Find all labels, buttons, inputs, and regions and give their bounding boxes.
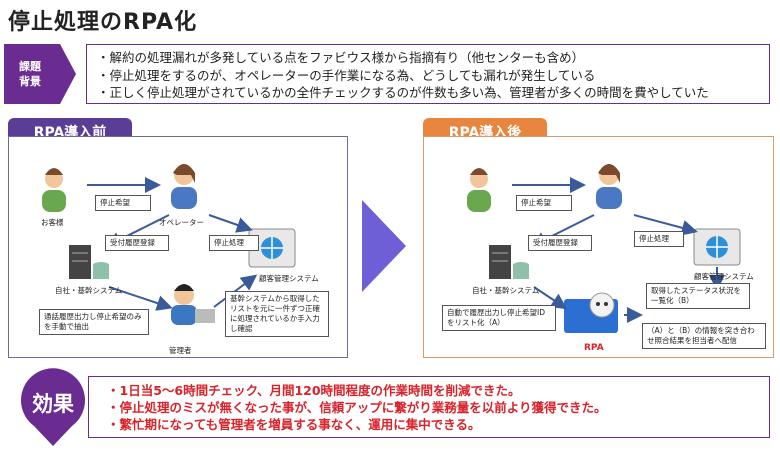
transition-arrow bbox=[362, 200, 406, 292]
crm-icon bbox=[693, 228, 741, 266]
issue-box: ・解約の処理漏れが多発している点をファビウス様から指摘有り（他センターも含め） … bbox=[86, 44, 770, 104]
svg-text:背景: 背景 bbox=[19, 74, 41, 88]
issue-bullet: ・解約の処理漏れが多発している点をファビウス様から指摘有り（他センターも含め） bbox=[97, 50, 585, 65]
before-panel: お客様 オペレーター 自社・基幹システム 管理者 顧客管理システム 停止希望 受… bbox=[8, 136, 348, 358]
check-box: 基幹システムから取得したリストを元に一件ずつ正確に処理されているか手入力し確認 bbox=[225, 291, 329, 337]
rpa-robot-icon bbox=[564, 292, 618, 333]
manager-label: 管理者 bbox=[169, 346, 192, 355]
crm-label: 顧客管理システム bbox=[259, 274, 319, 283]
svg-text:課題: 課題 bbox=[19, 59, 42, 73]
page-title: 停止処理のRPA化 bbox=[8, 10, 198, 35]
effect-bullet: ・停止処理のミスが無くなった事が、信頼アップに繋がり業務量を以前より獲得できた。 bbox=[107, 400, 607, 415]
manager-icon bbox=[171, 284, 215, 325]
svg-text:効果: 効果 bbox=[32, 392, 74, 416]
customer-icon bbox=[42, 168, 66, 212]
extract-box: 通話履歴出力し停止希望のみを手動で抽出 bbox=[39, 309, 149, 335]
in-house-label: 自社・基幹システム bbox=[55, 286, 123, 295]
server-icon bbox=[489, 245, 529, 279]
server-icon bbox=[69, 245, 109, 279]
history-box: 受付履歴登録 bbox=[528, 235, 592, 251]
request-box: 停止希望 bbox=[516, 195, 572, 211]
history-box: 受付履歴登録 bbox=[105, 235, 169, 251]
effect-tag-pin: 効果 bbox=[21, 368, 85, 446]
customer-icon bbox=[467, 168, 491, 212]
in-house-label: 自社・基幹システム bbox=[472, 286, 540, 295]
operator-icon bbox=[171, 164, 197, 209]
crm-label: 顧客管理システム bbox=[694, 272, 754, 281]
match-box: （A）と（B）の情報を突き合わせ照合結果を担当者へ配信 bbox=[642, 323, 766, 349]
after-panel: 自社・基幹システム 顧客管理システム RPA 停止希望 受付履歴登録 停止処理 … bbox=[423, 136, 774, 358]
issue-bullet: ・停止処理をするのが、オペレーターの手作業になる為、どうしても漏れが発生している bbox=[97, 67, 596, 83]
effect-bullet: ・1日当5〜6時間チェック、月間120時間程度の作業時間を削減できた。 bbox=[107, 383, 521, 398]
stop-box: 停止処理 bbox=[209, 235, 259, 251]
request-box: 停止希望 bbox=[95, 195, 151, 211]
list-box: 自動で履歴出力し停止希望IDをリスト化（A） bbox=[442, 305, 556, 331]
operator-label: オペレーター bbox=[159, 218, 204, 227]
status-box: 取得したステータス状況を一覧化（B） bbox=[646, 283, 750, 309]
effect-bullet: ・繁忙期になっても管理者を増員する事なく、運用に集中できる。 bbox=[107, 417, 481, 432]
stop-box: 停止処理 bbox=[634, 231, 684, 247]
operator-icon bbox=[596, 164, 622, 209]
issue-tag-arrow: 課題 背景 bbox=[4, 44, 76, 104]
customer-label: お客様 bbox=[41, 218, 64, 227]
effect-box: ・1日当5〜6時間チェック、月間120時間程度の作業時間を削減できた。 ・停止処… bbox=[88, 376, 770, 438]
rpa-label: RPA bbox=[584, 343, 604, 353]
issue-bullet: ・正しく停止処理がされているかの全件チェックするのが件数も多い為、管理者が多くの… bbox=[97, 85, 709, 100]
